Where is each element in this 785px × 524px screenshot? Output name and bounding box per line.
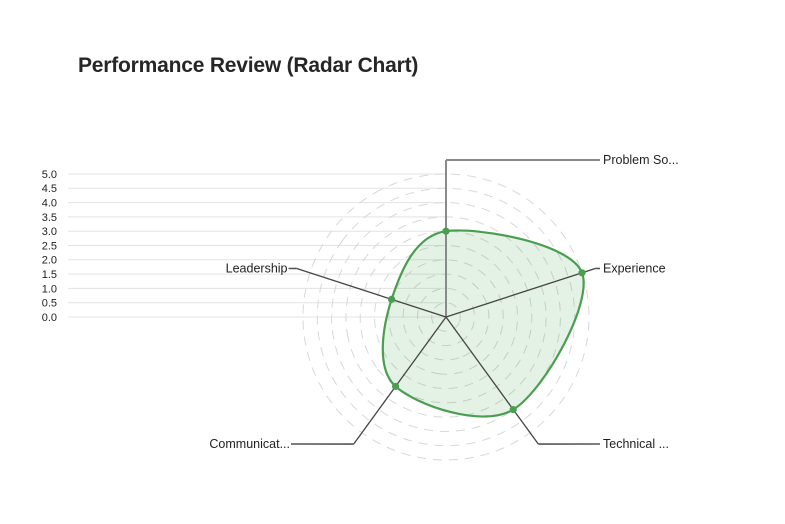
value-tick-label: 4.0 — [42, 198, 57, 210]
category-label: Communicat... — [209, 437, 290, 451]
category-label: Experience — [603, 262, 666, 276]
category-label: Technical ... — [603, 437, 669, 451]
data-point — [509, 405, 517, 414]
chart-title: Performance Review (Radar Chart) — [78, 54, 419, 77]
value-tick-label: 2.0 — [42, 255, 57, 267]
data-point — [391, 382, 400, 391]
data-point — [387, 295, 396, 303]
value-tick-label: 1.0 — [42, 283, 57, 295]
data-point — [442, 227, 450, 235]
value-tick-label: 3.0 — [42, 226, 57, 238]
series-area — [382, 230, 584, 417]
value-tick-label: 2.5 — [42, 240, 57, 252]
radar-ring — [331, 202, 561, 432]
value-tick-label: 0.0 — [42, 312, 57, 324]
value-tick-label: 5.0 — [42, 169, 57, 181]
radar-ring — [374, 245, 518, 389]
value-tick-label: 4.5 — [42, 183, 57, 195]
category-spoke — [353, 316, 447, 445]
data-point — [578, 269, 586, 277]
radar-ring — [316, 187, 576, 447]
radar-ring — [388, 259, 504, 375]
value-tick-label: 0.5 — [42, 298, 57, 310]
category-label: Leadership — [226, 262, 288, 276]
category-spoke — [296, 267, 447, 318]
value-tick-label: 3.5 — [42, 212, 57, 224]
category-spoke — [445, 316, 539, 445]
category-label: Problem So... — [603, 153, 679, 167]
value-tick-label: 1.5 — [42, 269, 57, 281]
radar-ring — [431, 302, 461, 332]
radar-ring — [416, 287, 476, 347]
radar-ring — [402, 273, 490, 361]
radar-ring — [302, 173, 590, 461]
category-spoke — [445, 267, 596, 318]
